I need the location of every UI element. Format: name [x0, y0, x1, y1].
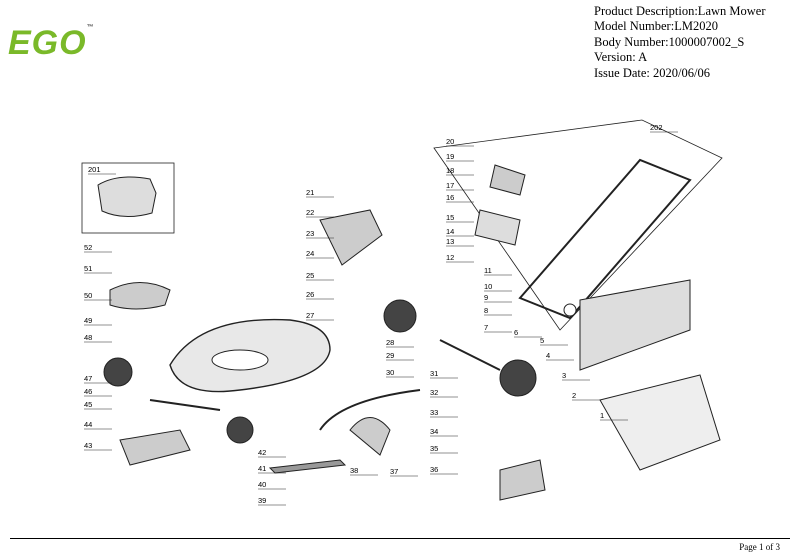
callout-label: 46 — [84, 387, 92, 396]
callout-label: 48 — [84, 333, 92, 342]
callout-label: 4 — [546, 351, 550, 360]
handle-frame — [518, 158, 692, 320]
version: Version: A — [594, 50, 648, 65]
callout-label: 8 — [484, 306, 488, 315]
callout-label: 27 — [306, 311, 314, 320]
callout-label: 202 — [650, 123, 663, 132]
callout-label: 39 — [258, 496, 266, 505]
side-discharge — [349, 417, 391, 456]
battery-cover — [109, 282, 171, 310]
callout-label: 14 — [446, 227, 454, 236]
callout-label: 20 — [446, 137, 454, 146]
rear-axle — [439, 339, 501, 371]
handle-knob — [563, 303, 577, 317]
mulch-plug — [119, 429, 191, 466]
product-description: Product Description:Lawn Mower — [594, 4, 766, 18]
callout-label: 42 — [258, 448, 266, 457]
wheel-rear-right — [383, 299, 417, 333]
document-header: Product Description:Lawn Mower Model Num… — [594, 4, 766, 81]
front-axle — [149, 399, 221, 411]
callout-label: 50 — [84, 291, 92, 300]
callout-label: 10 — [484, 282, 492, 291]
callout-label: 23 — [306, 229, 314, 238]
deck-motor-opening — [211, 349, 269, 371]
callout-label: 41 — [258, 464, 266, 473]
callout-label: 47 — [84, 374, 92, 383]
callout-label: 15 — [446, 213, 454, 222]
callout-label: 26 — [306, 290, 314, 299]
grass-bag-frame — [579, 279, 691, 371]
model-number: Model Number:LM2020 — [594, 19, 718, 34]
callout-label: 52 — [84, 243, 92, 252]
callout-label: 44 — [84, 420, 92, 429]
callout-label: 45 — [84, 400, 92, 409]
motor-cover — [319, 209, 383, 266]
safety-key-cover — [474, 209, 521, 246]
callout-label: 16 — [446, 193, 454, 202]
callout-label: 36 — [430, 465, 438, 474]
issue-date: Issue Date: 2020/06/06 — [594, 65, 710, 80]
ego-logo: EGO™ — [8, 24, 95, 62]
callout-label: 5 — [540, 336, 544, 345]
callout-label: 3 — [562, 371, 566, 380]
wheel-rear-left — [103, 357, 133, 387]
callout-label: 34 — [430, 427, 438, 436]
callout-label: 25 — [306, 271, 314, 280]
callout-label: 32 — [430, 388, 438, 397]
blade — [268, 459, 347, 474]
body-number: Body Number:1000007002_S — [594, 34, 745, 49]
callout-label: 2 — [572, 391, 576, 400]
page-number: Page 1 of 3 — [739, 542, 780, 552]
callout-label: 7 — [484, 323, 488, 332]
grass-bag — [599, 374, 721, 471]
footer-divider — [10, 538, 790, 539]
callout-label: 33 — [430, 408, 438, 417]
callout-label: 24 — [306, 249, 314, 258]
wheel-front-right — [499, 359, 537, 397]
callout-label: 17 — [446, 181, 454, 190]
callout-label: 19 — [446, 152, 454, 161]
callout-label: 1 — [600, 411, 604, 420]
battery-inset-box — [81, 162, 175, 234]
callout-label: 6 — [514, 328, 518, 337]
callout-label: 22 — [306, 208, 314, 217]
callout-label: 13 — [446, 237, 454, 246]
wheel-front-left — [226, 416, 254, 444]
callout-label: 31 — [430, 369, 438, 378]
callout-label: 18 — [446, 166, 454, 175]
rear-flap — [489, 164, 526, 196]
callout-label: 9 — [484, 293, 488, 302]
callout-label: 38 — [350, 466, 358, 475]
battery-pack — [97, 176, 157, 217]
callout-label: 49 — [84, 316, 92, 325]
callout-label: 43 — [84, 441, 92, 450]
callout-label: 12 — [446, 253, 454, 262]
callout-label: 30 — [386, 368, 394, 377]
rear-guard — [499, 459, 546, 501]
callout-label: 28 — [386, 338, 394, 347]
callout-label: 11 — [484, 266, 492, 275]
handle-inset-box — [433, 119, 723, 331]
callout-label: 29 — [386, 351, 394, 360]
callout-label: 21 — [306, 188, 314, 197]
callout-label: 35 — [430, 444, 438, 453]
drive-cable — [319, 389, 421, 431]
callout-label: 37 — [390, 467, 398, 476]
callout-label: 40 — [258, 480, 266, 489]
callout-label: 201 — [88, 165, 101, 174]
callout-label: 51 — [84, 264, 92, 273]
